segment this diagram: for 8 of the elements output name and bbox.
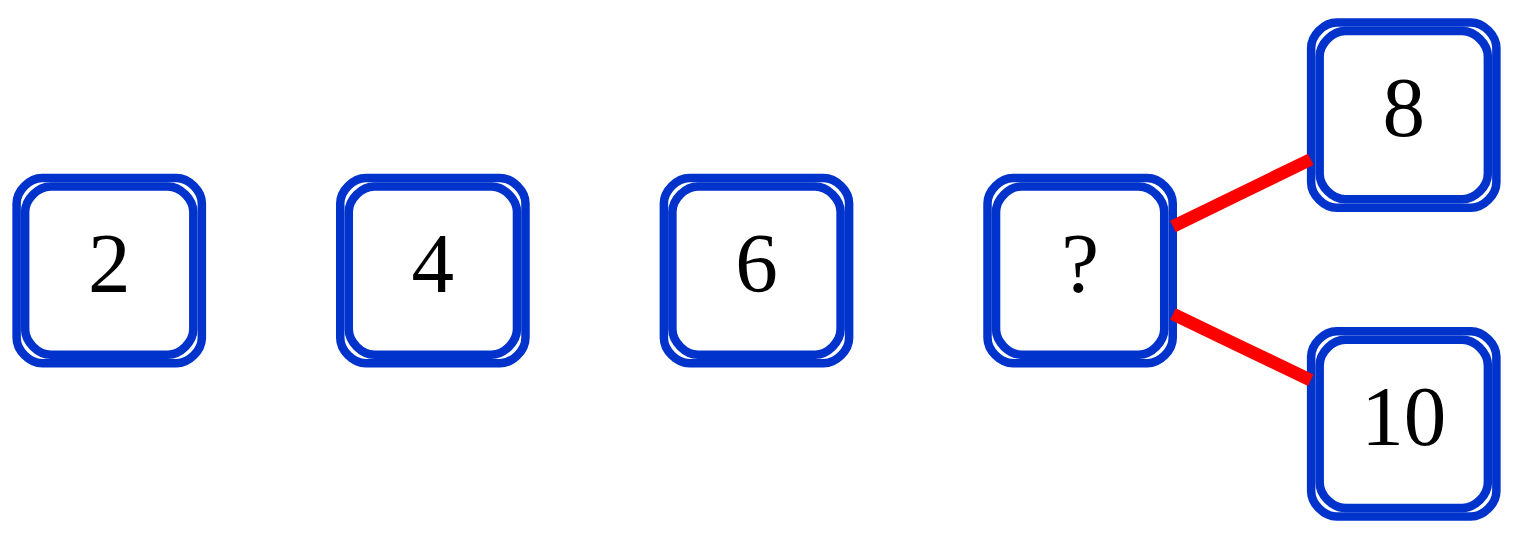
connector: [1170, 307, 1314, 386]
node-box: 6: [659, 173, 854, 367]
node-box: 2: [12, 173, 207, 367]
node-box: 4: [336, 173, 530, 367]
node-box: ?: [983, 173, 1177, 367]
node-box: 10: [1306, 326, 1501, 521]
node-box: 8: [1306, 17, 1501, 212]
connector: [1170, 153, 1314, 232]
